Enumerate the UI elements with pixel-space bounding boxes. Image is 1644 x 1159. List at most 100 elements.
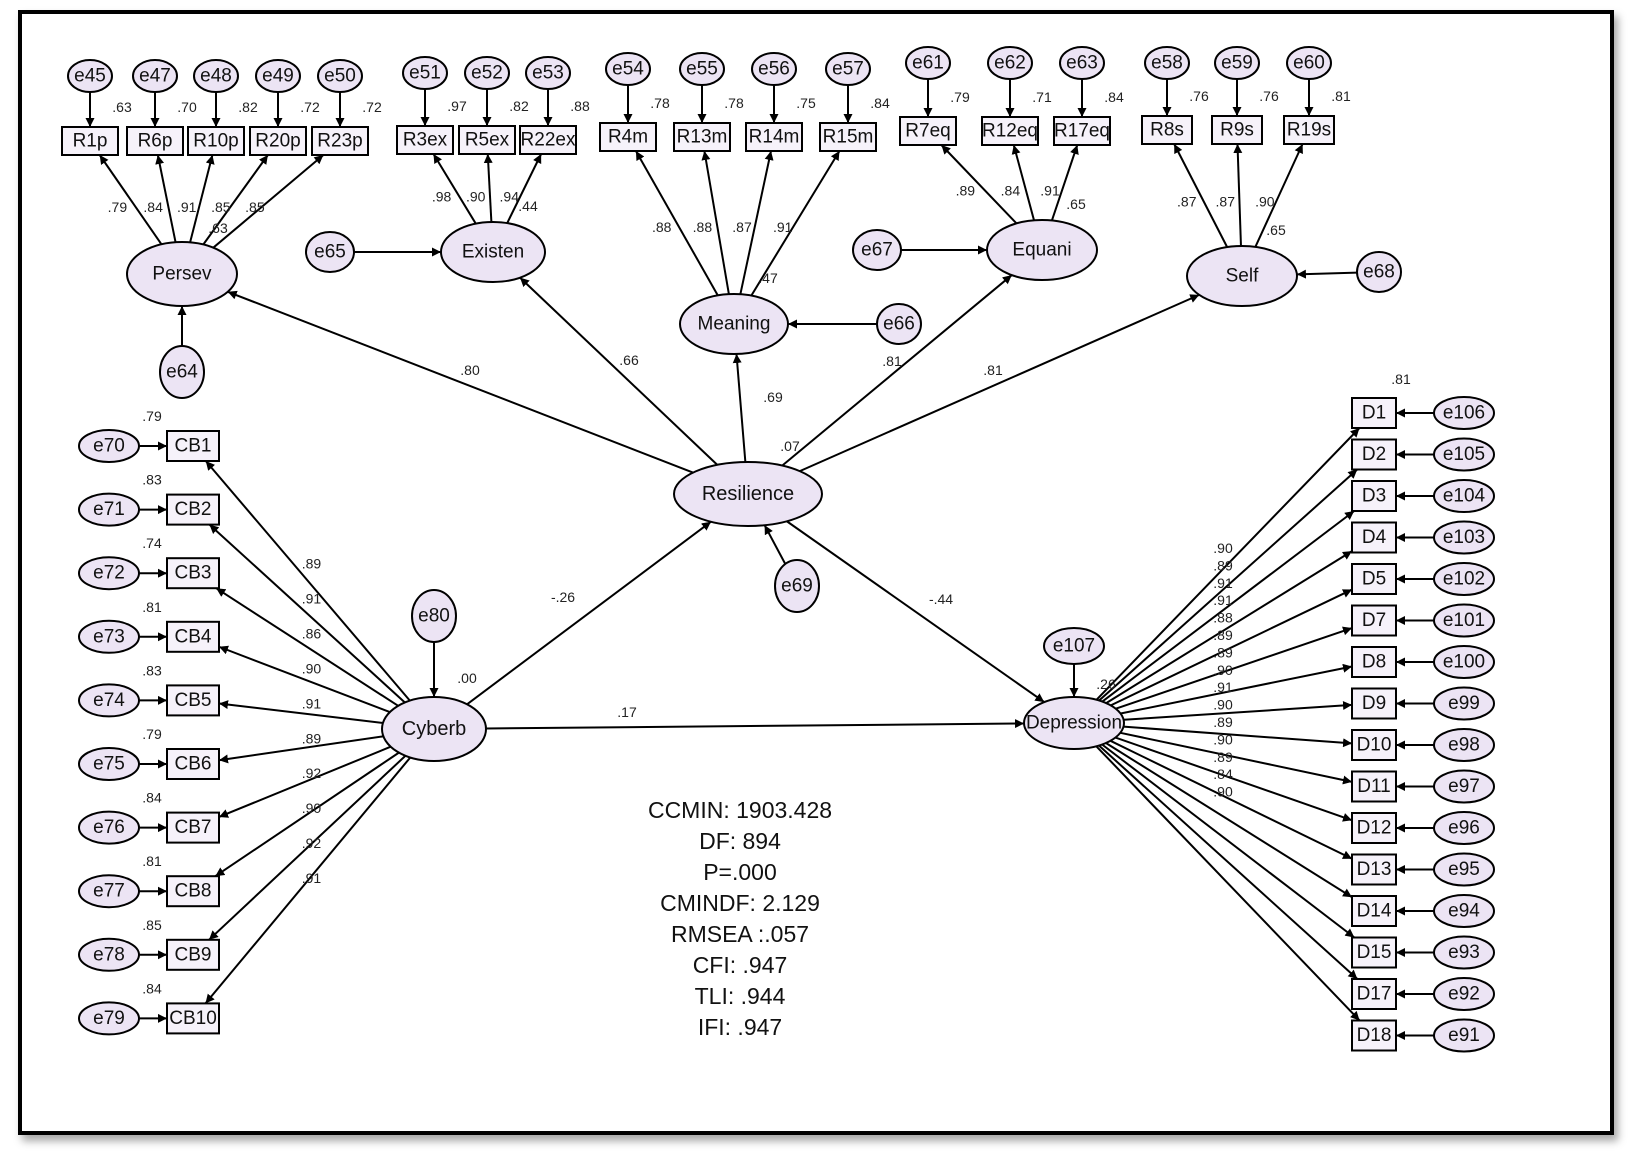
error-e54: e54 [605, 52, 651, 86]
error-e76: e76 [78, 810, 140, 845]
loading-cyberb-cb3 [215, 587, 399, 707]
loading-label-d17: .90 [1213, 784, 1233, 800]
indicator-d1: D1 [1351, 397, 1397, 429]
indicator-cb2-label: CB2 [175, 499, 212, 520]
error-e77: e77 [78, 874, 140, 909]
loading-existen-r3ex [432, 153, 477, 225]
r2-r14m: .75 [796, 95, 816, 111]
latent-cyberb-label: Cyberb [402, 718, 466, 740]
error-e75: e75 [78, 747, 140, 781]
error-e105: e105 [1433, 437, 1495, 472]
loading-depression-d10 [1123, 725, 1353, 748]
error-e66-label: e66 [883, 314, 915, 335]
loading-cyberb-cb2 [208, 523, 406, 704]
error-e102-label: e102 [1443, 569, 1485, 590]
error-e95-label: e95 [1448, 859, 1480, 880]
indicator-r15m: R15m [819, 122, 877, 152]
r2-cb4: .81 [142, 599, 162, 615]
error-e51-label: e51 [409, 63, 441, 84]
error-e92-label: e92 [1448, 984, 1480, 1005]
r2-cb7: .84 [142, 790, 162, 806]
error-e99: e99 [1433, 686, 1495, 721]
loading-label-r13m: .88 [693, 219, 713, 235]
indicator-d18: D18 [1351, 1019, 1397, 1052]
loading-depression-d17 [1098, 744, 1359, 980]
error-e49-label: e49 [262, 66, 294, 87]
loading-cyberb-cb8 [214, 751, 400, 878]
r2-r15m: .84 [870, 95, 890, 111]
latent-existen-label: Existen [462, 242, 524, 263]
path-resilience-equani [781, 274, 1013, 467]
loading-persev-r6p [155, 154, 177, 243]
error-e50: e50 [317, 59, 363, 93]
indicator-cb8: CB8 [166, 875, 220, 908]
indicator-r20p-label: R20p [255, 131, 300, 152]
error-e59: e59 [1214, 46, 1260, 80]
indicator-r5ex-label: R5ex [465, 130, 510, 151]
error-e59-label: e59 [1221, 53, 1253, 74]
loading-label-r7eq: .89 [956, 183, 976, 199]
indicator-cb9-label: CB9 [175, 944, 212, 965]
loading-depression-d15 [1101, 743, 1355, 939]
r2-r5ex: .82 [509, 98, 529, 114]
error-e72: e72 [78, 556, 140, 591]
latent-self-label: Self [1226, 266, 1259, 287]
latent-equani: Equani [986, 219, 1098, 281]
loading-label-d13: .90 [1213, 731, 1233, 747]
indicator-r8s: R8s [1141, 115, 1193, 145]
indicator-cb10: CB10 [166, 1002, 220, 1035]
loading-depression-d1 [1095, 427, 1361, 701]
indicator-d13-label: D13 [1357, 859, 1392, 880]
error-e72-label: e72 [93, 563, 125, 584]
r2-cb1: .79 [142, 408, 162, 424]
indicator-cb1-label: CB1 [175, 436, 212, 457]
error-e73-label: e73 [93, 626, 125, 647]
loading-label-r17eq: .91 [1040, 183, 1060, 199]
latent-persev-label: Persev [152, 264, 212, 285]
indicator-d12: D12 [1351, 812, 1397, 844]
indicator-d14-label: D14 [1357, 901, 1392, 922]
error-e79-label: e79 [93, 1008, 125, 1029]
indicator-cb1: CB1 [166, 430, 220, 462]
error-e101-label: e101 [1443, 610, 1485, 631]
error-e104-label: e104 [1443, 486, 1486, 507]
error-e97-label: e97 [1448, 776, 1480, 797]
indicator-d3: D3 [1351, 480, 1397, 512]
loading-persev-r23p [212, 154, 325, 249]
loading-depression-d9 [1123, 701, 1353, 721]
r2-r8s: .76 [1189, 88, 1209, 104]
loading-depression-d7 [1115, 626, 1353, 710]
indicator-r1p-label: R1p [73, 131, 108, 152]
error-e103-label: e103 [1443, 527, 1485, 548]
loading-label-cb7: .92 [302, 765, 322, 781]
indicator-r22ex-label: R22ex [521, 130, 576, 151]
error-e97: e97 [1433, 769, 1495, 804]
loading-label-d2: .89 [1213, 557, 1233, 573]
loading-equani-r17eq [1050, 144, 1079, 221]
path-resilience-self [799, 293, 1200, 473]
error-e96-label: e96 [1448, 818, 1480, 839]
loading-label-r20p: .85 [211, 199, 231, 215]
indicator-r6p: R6p [126, 126, 184, 156]
r2-r3ex: .97 [447, 98, 467, 114]
indicator-cb4-label: CB4 [175, 626, 212, 647]
error-e58-label: e58 [1151, 53, 1183, 74]
loading-label-cb6: .89 [302, 730, 322, 746]
loading-label-cb2: .91 [302, 590, 322, 606]
loading-existen-r22ex [506, 153, 543, 224]
error-e98-label: e98 [1448, 735, 1480, 756]
error-e64: e64 [159, 345, 205, 399]
indicator-d7-label: D7 [1362, 610, 1386, 631]
indicator-r22ex: R22ex [519, 125, 577, 155]
error-e106: e106 [1433, 396, 1495, 430]
r2-cb5: .83 [142, 662, 162, 678]
error-e55-label: e55 [686, 59, 718, 80]
fit-p: P=.000 [703, 859, 777, 885]
edge-e69-resilience [763, 524, 787, 565]
loading-label-d3: .91 [1213, 575, 1233, 591]
error-e79: e79 [78, 1001, 140, 1036]
r2-cyberb: .00 [457, 670, 477, 686]
error-e58: e58 [1144, 46, 1190, 80]
error-e74: e74 [78, 683, 140, 718]
error-e62-label: e62 [994, 53, 1026, 74]
